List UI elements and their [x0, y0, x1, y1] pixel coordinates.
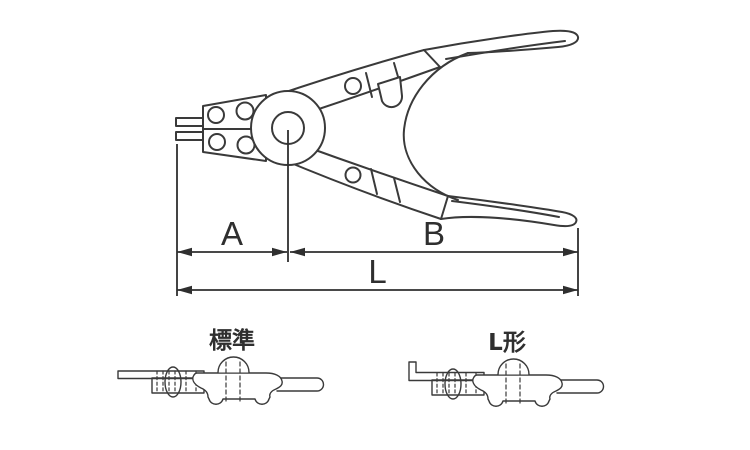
upper-arm-details — [344, 62, 404, 108]
l-type-jaw-body — [431, 358, 605, 407]
tip-variant-l-type — [408, 358, 605, 407]
dimension-l — [177, 285, 578, 295]
upper-handle — [423, 29, 580, 60]
dimension-a-label: A — [220, 215, 243, 252]
handle-inner-curve — [402, 52, 469, 201]
tip-prongs — [175, 117, 206, 141]
l-type-tip-label: L形 — [488, 330, 526, 356]
l-type-blade — [408, 361, 485, 382]
tip-variant-standard — [117, 356, 325, 405]
dimension-b — [290, 247, 578, 257]
lower-handle — [440, 195, 578, 228]
pliers-side-view — [175, 29, 580, 228]
lower-arm-details — [344, 166, 401, 203]
stop-pin — [377, 76, 404, 108]
pivot-joint — [250, 90, 326, 166]
standard-jaw-body — [151, 356, 325, 405]
standard-tip-label: 標準 — [209, 328, 255, 354]
dimension-lines — [176, 130, 579, 296]
dimension-a — [177, 247, 287, 257]
dimension-l-label: L — [368, 253, 387, 290]
upper-arm-hole — [344, 77, 362, 95]
dimension-b-label: B — [422, 215, 445, 252]
lower-arm-hole — [344, 166, 362, 184]
